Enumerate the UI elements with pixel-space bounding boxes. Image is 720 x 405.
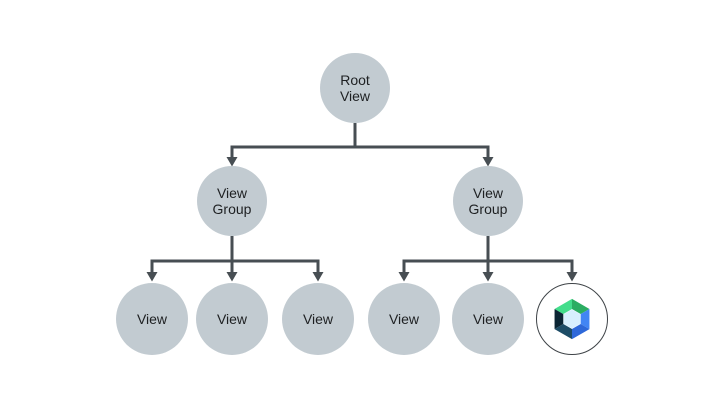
node-view-1-label: View (136, 311, 168, 327)
jetpack-compose-icon (554, 298, 590, 340)
node-view-4-label: View (388, 311, 420, 327)
node-view-2: View (196, 283, 268, 355)
arrowhead-icon (146, 272, 158, 282)
node-view-5-label: View (472, 311, 504, 327)
arrowhead-icon (312, 272, 324, 282)
arrowhead-icon (482, 272, 494, 282)
arrowhead-icon (226, 272, 238, 282)
node-view-3: View (282, 283, 354, 355)
node-view-group-left: View Group (197, 166, 267, 236)
node-root-view-label: Root View (339, 72, 371, 104)
node-view-1: View (116, 283, 188, 355)
node-root-view: Root View (320, 53, 390, 123)
arrowhead-icon (226, 157, 238, 167)
node-view-group-left-label: View Group (212, 185, 252, 217)
node-view-2-label: View (216, 311, 248, 327)
arrowhead-icon (482, 157, 494, 167)
node-view-5: View (452, 283, 524, 355)
arrowhead-icon (566, 272, 578, 282)
node-view-3-label: View (302, 311, 334, 327)
node-view-group-right-label: View Group (468, 185, 508, 217)
node-compose-leaf (536, 283, 608, 355)
arrowhead-icon (398, 272, 410, 282)
node-view-4: View (368, 283, 440, 355)
node-view-group-right: View Group (453, 166, 523, 236)
